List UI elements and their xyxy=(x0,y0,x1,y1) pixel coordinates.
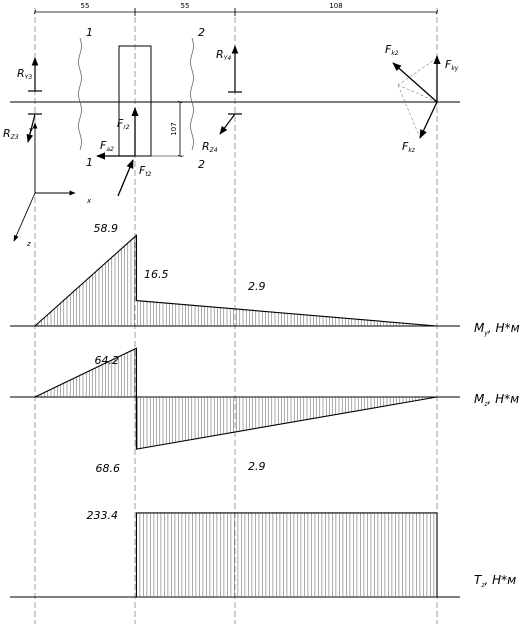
section-cut-2 xyxy=(190,37,194,151)
my-diagram: 58.9 16.5 2.9My, H*м xyxy=(10,222,520,337)
rz3-label: RZ3 xyxy=(3,127,19,141)
my-caption: My, H*м xyxy=(474,321,520,337)
axis-z-label: z xyxy=(26,240,31,248)
section-label-1-bottom: 1 xyxy=(86,156,93,169)
construction-lines xyxy=(34,8,438,624)
fa2-label: Fa2 xyxy=(100,139,114,153)
fr2-label: Fr2 xyxy=(117,117,130,131)
coupling-force-diagram xyxy=(392,55,441,139)
mz-diagram: 64.2 68.6 2.9 Mz, H*м xyxy=(10,347,519,475)
section-label-1-top: 1 xyxy=(86,26,93,39)
fk2-label: Fk2 xyxy=(385,43,399,57)
mz-value-label: 68.6 xyxy=(96,462,121,475)
dim-107: 107 xyxy=(170,122,178,135)
my-value-label: 2.9 xyxy=(248,280,266,293)
fkz-label: Fkz xyxy=(402,140,416,154)
fkz-arrow xyxy=(419,101,438,139)
mz-outline xyxy=(34,347,438,450)
mz-value-label: 2.9 xyxy=(248,460,266,473)
ft2-label: Ft2 xyxy=(139,164,152,178)
dim-55-right: 55 xyxy=(181,2,190,10)
section-label-2-top: 2 xyxy=(198,26,205,39)
mz-caption: Mz, H*м xyxy=(474,392,519,408)
fk2-arrow xyxy=(392,62,438,103)
fky-label: Fky xyxy=(445,58,459,72)
axis-z-arrow xyxy=(13,192,36,242)
coordinate-axes xyxy=(13,122,76,242)
dim-108: 108 xyxy=(329,2,342,10)
my-value-label: 58.9 xyxy=(94,222,119,235)
section-label-2-bottom: 2 xyxy=(198,158,205,171)
tz-outline xyxy=(135,512,438,597)
tz-diagram: 233.4Tz, H*м xyxy=(10,509,516,598)
rz4-arrow xyxy=(219,113,236,135)
tz-caption: Tz, H*м xyxy=(474,573,516,589)
ry4-label: RY4 xyxy=(216,48,231,62)
tz-value-label: 233.4 xyxy=(87,509,119,522)
mz-value-label: 64.2 xyxy=(95,354,120,367)
axis-x-label: x xyxy=(86,197,92,205)
ft2-arrow xyxy=(117,159,134,197)
top-dimension xyxy=(33,8,439,16)
axis-y-label: y xyxy=(28,126,34,134)
rz4-label: RZ4 xyxy=(202,140,218,154)
rz3-arrow xyxy=(26,113,36,143)
section-cut-1 xyxy=(78,37,82,151)
my-outline xyxy=(34,234,438,327)
my-value-label: 16.5 xyxy=(144,268,169,281)
ry3-label: RY3 xyxy=(17,67,32,81)
dim-55-left: 55 xyxy=(81,2,90,10)
